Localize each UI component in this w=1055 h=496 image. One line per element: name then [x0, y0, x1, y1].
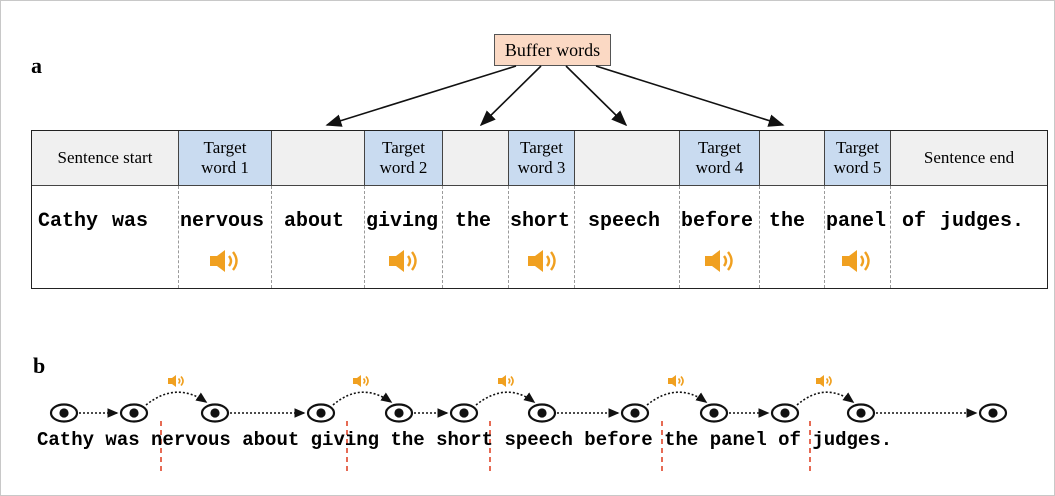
- buffer-words-box: Buffer words: [494, 34, 611, 66]
- word-nervous: nervous: [180, 210, 265, 233]
- column-divider: [759, 186, 760, 288]
- column-divider: [271, 186, 272, 288]
- header-buffer-1: [271, 131, 364, 186]
- word-before: before: [681, 210, 754, 233]
- header-buffer-3: [574, 131, 679, 186]
- word-judges: judges.: [940, 210, 1025, 233]
- speaker-icon: [815, 374, 832, 388]
- gaze-skip-arrow: [475, 391, 536, 406]
- speaker-icon: [210, 250, 238, 272]
- word-speech: speech: [588, 210, 661, 233]
- word-short: short: [510, 210, 571, 233]
- word-the: the: [455, 210, 492, 233]
- gaze-skip-arrow: [646, 391, 708, 406]
- word-cathy: Cathy: [38, 210, 99, 233]
- sentence-b: Cathy was nervous about giving the short…: [37, 429, 893, 451]
- speaker-icon: [842, 250, 870, 272]
- eye-icon: [119, 403, 149, 423]
- eye-icon: [49, 403, 79, 423]
- eye-icon: [699, 403, 729, 423]
- speaker-icon: [528, 250, 556, 272]
- speaker-icon: [497, 374, 514, 388]
- word-of: of: [902, 210, 927, 233]
- header-sentence-start: Sentence start: [32, 131, 178, 186]
- eye-icon: [527, 403, 557, 423]
- buffer-arrow-1: [325, 65, 517, 127]
- speaker-icon: [389, 250, 417, 272]
- eye-icon: [200, 403, 230, 423]
- eye-icon: [978, 403, 1008, 423]
- column-divider: [679, 186, 680, 288]
- gaze-skip-arrow: [332, 391, 393, 406]
- gaze-skip-arrow: [796, 391, 855, 406]
- speaker-icon: [352, 374, 369, 388]
- eye-icon: [770, 403, 800, 423]
- buffer-arrow-2: [479, 65, 542, 127]
- panel-b-label: b: [33, 353, 46, 378]
- column-divider: [178, 186, 179, 288]
- gaze-skip-arrow: [145, 391, 208, 406]
- column-divider: [824, 186, 825, 288]
- word-the: the: [769, 210, 806, 233]
- word-was: was: [112, 210, 149, 233]
- panel-a-label: a: [31, 53, 42, 78]
- header-buffer-4: [759, 131, 824, 186]
- buffer-arrow-3: [565, 65, 628, 127]
- buffer-arrow-4: [595, 65, 785, 127]
- column-divider: [442, 186, 443, 288]
- word-panel: panel: [826, 210, 887, 233]
- header-buffer-2: [442, 131, 508, 186]
- header-sentence-end: Sentence end: [890, 131, 1047, 186]
- eye-icon: [620, 403, 650, 423]
- word-giving: giving: [366, 210, 439, 233]
- column-divider: [890, 186, 891, 288]
- eye-icon: [846, 403, 876, 423]
- column-divider: [364, 186, 365, 288]
- column-divider: [574, 186, 575, 288]
- eye-icon: [449, 403, 479, 423]
- speaker-icon: [167, 374, 184, 388]
- column-divider: [508, 186, 509, 288]
- speaker-icon: [667, 374, 684, 388]
- eye-icon: [384, 403, 414, 423]
- eye-icon: [306, 403, 336, 423]
- speaker-icon: [705, 250, 733, 272]
- word-about: about: [284, 210, 345, 233]
